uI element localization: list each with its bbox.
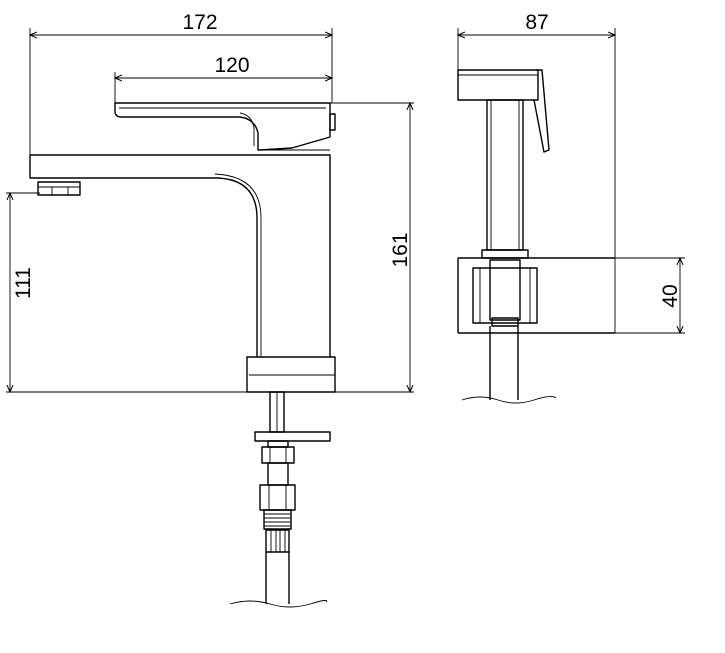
body-flange xyxy=(481,249,529,259)
side-hose xyxy=(461,326,557,404)
hose-ferrule xyxy=(265,529,290,553)
break-line xyxy=(461,395,557,404)
dimension-label-111: 111 xyxy=(12,267,35,299)
lever-side-cap xyxy=(329,113,336,131)
hex-nut-lower xyxy=(259,484,296,511)
handle-block xyxy=(457,69,539,101)
shank-stem xyxy=(267,440,289,448)
break-line xyxy=(229,599,328,608)
lever-inner-edge xyxy=(119,107,326,146)
side-view: 87 40 xyxy=(457,11,685,404)
hex-nut-upper xyxy=(261,446,295,464)
sleeve-bottom xyxy=(491,317,519,327)
handle-lever-tip xyxy=(533,69,550,153)
dimension-handle-length: 120 xyxy=(115,54,332,103)
dimension-label-161: 161 xyxy=(389,232,412,267)
connector-pipe xyxy=(267,462,289,486)
dimension-overall-length: 172 xyxy=(30,11,332,155)
base-plate xyxy=(246,356,336,393)
mounting-assembly xyxy=(229,391,331,608)
side-body xyxy=(481,99,529,259)
fixing-nut xyxy=(472,267,538,324)
faucet-body xyxy=(29,149,331,357)
aerator xyxy=(37,181,81,196)
fixing-washer xyxy=(254,431,331,442)
side-handle xyxy=(457,69,550,153)
dimension-overall-depth: 87 xyxy=(458,11,615,333)
handle-lever xyxy=(114,102,336,151)
deck-section xyxy=(457,257,615,334)
dimension-label-172: 172 xyxy=(182,11,217,34)
lever-outline xyxy=(114,102,331,151)
aerator-body xyxy=(37,181,81,196)
dimension-overall-height: 161 xyxy=(330,103,414,392)
thread-lines xyxy=(264,513,291,527)
dimension-label-87: 87 xyxy=(525,11,548,34)
front-view: 172 120 161 111 xyxy=(6,11,414,608)
thread-section xyxy=(263,509,292,530)
body-outline xyxy=(29,154,331,357)
dimension-spout-height: 111 xyxy=(6,193,414,392)
ferrule-ribs xyxy=(270,530,286,552)
dimension-label-120: 120 xyxy=(214,54,249,77)
fixing-sleeve xyxy=(489,259,521,321)
body-column xyxy=(486,99,524,251)
body-inner-edge xyxy=(214,173,262,357)
dimension-label-40: 40 xyxy=(659,284,682,307)
dimension-deck-thickness: 40 xyxy=(615,258,685,333)
faucet-base xyxy=(246,356,336,393)
